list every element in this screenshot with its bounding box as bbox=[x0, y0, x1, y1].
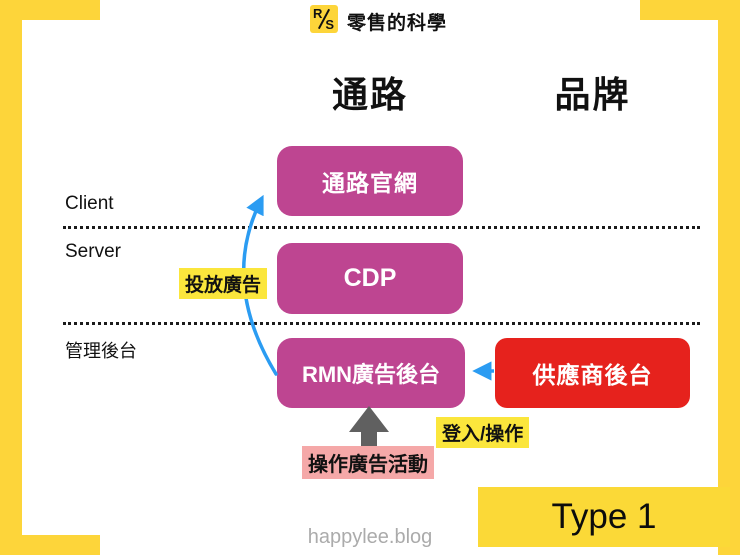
annotation-operate-campaign: 操作廣告活動 bbox=[302, 446, 434, 479]
frame-top-right-corner bbox=[640, 0, 740, 20]
node-rmn-backend: RMN廣告後台 bbox=[277, 338, 465, 408]
column-header-brand: 品牌 bbox=[554, 74, 631, 115]
frame-top-left-corner bbox=[0, 0, 100, 20]
node-supplier-backend: 供應商後台 bbox=[495, 338, 690, 408]
column-header-channel: 通路 bbox=[331, 74, 408, 115]
client-server-divider bbox=[63, 226, 700, 229]
brand-logo: R S bbox=[310, 5, 338, 33]
logo-letter-r: R bbox=[313, 6, 323, 21]
frame-right-bar bbox=[718, 0, 740, 555]
node-channel-site: 通路官網 bbox=[277, 146, 463, 216]
frame-left-bar bbox=[0, 0, 22, 555]
annotation-login-operate: 登入/操作 bbox=[436, 417, 530, 448]
frame-bottom-left-corner bbox=[0, 535, 100, 555]
layer-label-admin: 管理後台 bbox=[65, 341, 137, 361]
logo-letter-s: S bbox=[325, 17, 334, 32]
layer-label-server: Server bbox=[65, 241, 121, 262]
server-admin-divider bbox=[63, 322, 700, 325]
layer-label-client: Client bbox=[65, 193, 114, 214]
annotation-place-ads: 投放廣告 bbox=[179, 268, 268, 299]
type-badge: Type 1 bbox=[478, 487, 730, 547]
footer-site-url: happylee.blog bbox=[307, 526, 433, 548]
brand-title: 零售的科學 bbox=[347, 13, 448, 34]
node-cdp: CDP bbox=[277, 243, 463, 314]
